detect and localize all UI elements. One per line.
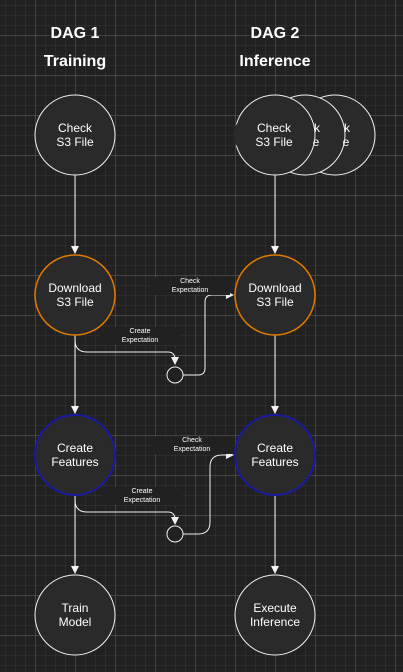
dag2-subtitle: Inference [239,53,311,70]
dag1-subtitle: Training [43,53,107,70]
node-d1-train-model[interactable] [34,574,116,656]
ghost-label-1: k e [312,121,320,149]
edge-create-expectation-2 [74,499,179,525]
node-d1-check-s3[interactable] [34,94,116,176]
node-d1-create-features[interactable] [34,414,116,496]
node-d1-download-s3[interactable] [34,254,116,336]
edge-check-expectation-1 [183,291,234,376]
node-d2-create-features[interactable] [234,414,316,496]
node-d2-download-s3[interactable] [234,254,316,336]
edge-check-expectation-2 [183,451,234,535]
dag1-title: DAG 1 [50,25,100,42]
ghost-label-2: k e [342,121,350,149]
expectation-connector-2 [166,525,184,543]
expectation-connector-1 [166,366,184,384]
dag2-title: DAG 2 [250,25,300,42]
edge-create-expectation-1 [74,339,179,365]
node-d2-execute-inference[interactable] [234,574,316,656]
